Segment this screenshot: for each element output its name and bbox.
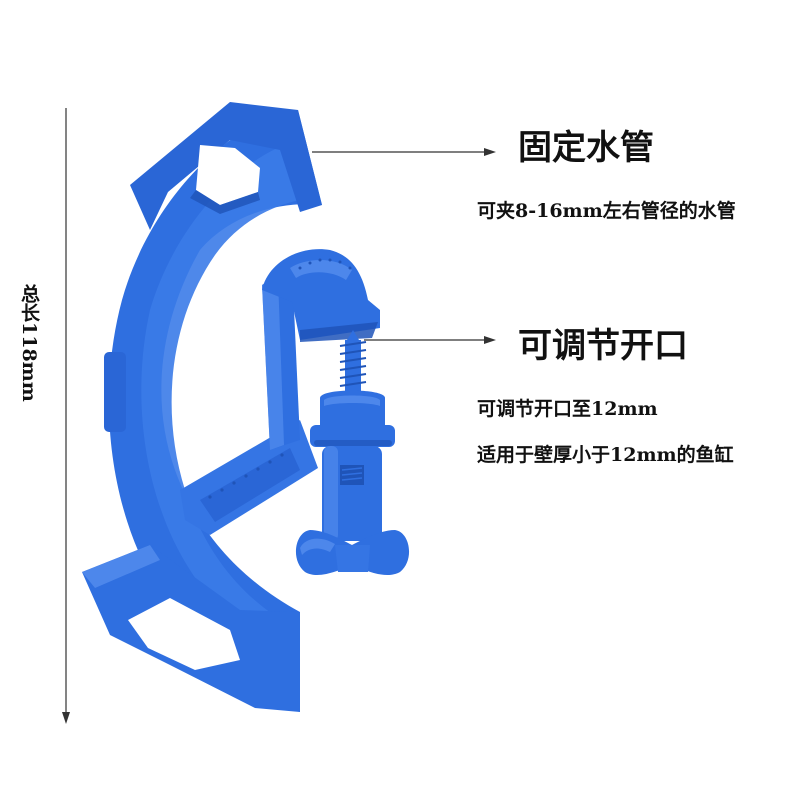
leader-line-2 <box>364 336 496 344</box>
dimension-line <box>62 108 70 724</box>
dimension-label: 总长118mm <box>18 284 40 402</box>
clamp-body <box>82 102 323 712</box>
arrow-right-icon <box>484 148 496 156</box>
arrow-right-icon <box>484 336 496 344</box>
callout-description-fix-hose: 可夹8-16mm左右管径的水管 <box>477 200 736 222</box>
callout-title-fix-hose: 固定水管 <box>518 128 654 168</box>
leader-line-1 <box>312 148 496 156</box>
clamp-head <box>262 249 410 575</box>
arrow-down-icon <box>62 712 70 724</box>
screw-thread <box>339 330 367 398</box>
callout-title-adjustable-opening: 可调节开口 <box>518 326 688 366</box>
callout-note-tank-wall: 适用于壁厚小于12mm的鱼缸 <box>477 444 734 466</box>
callout-description-adjustable-opening: 可调节开口至12mm <box>477 398 658 420</box>
